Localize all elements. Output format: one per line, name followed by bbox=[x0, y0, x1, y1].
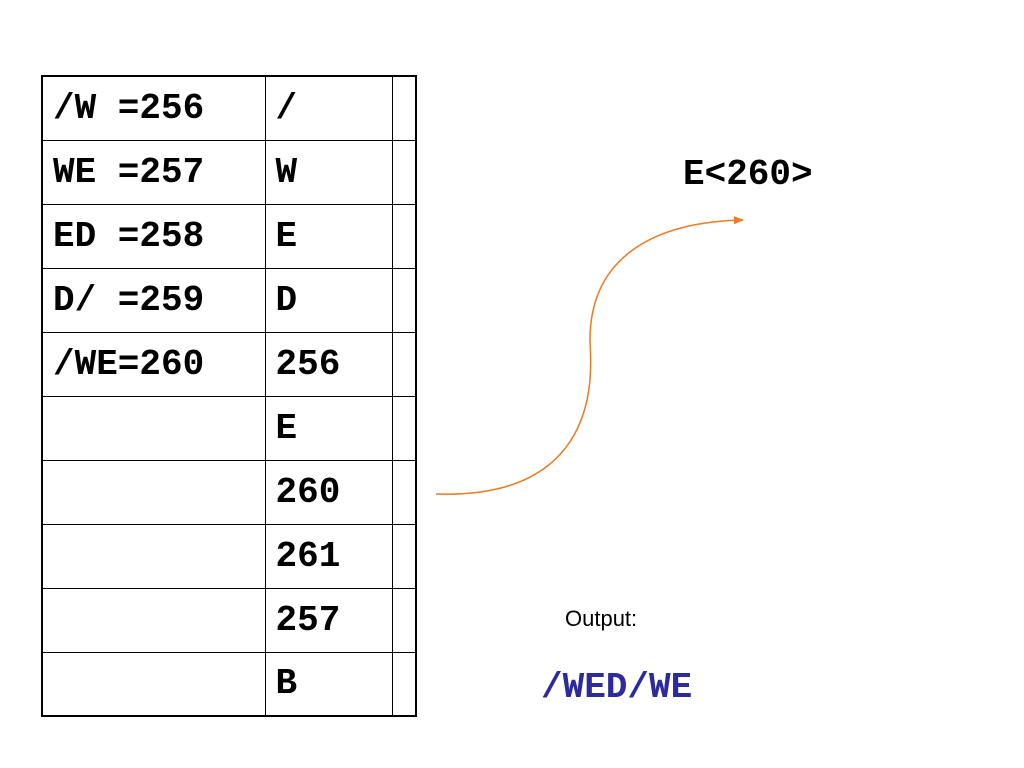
empty-column-cell bbox=[391, 267, 417, 333]
table-row: /W =256 / bbox=[41, 75, 417, 141]
dictionary-entry-cell: ED =258 bbox=[41, 203, 266, 269]
output-label: Output: bbox=[565, 606, 638, 631]
table-row: E bbox=[41, 395, 417, 461]
table-row: 261 bbox=[41, 523, 417, 589]
input-code-cell: E bbox=[264, 203, 393, 269]
dictionary-entry-cell: /WE=260 bbox=[41, 331, 266, 397]
lzw-dictionary-table: /W =256 / WE =257 W ED =258 E D/ =259 D … bbox=[41, 75, 417, 717]
input-code-cell: D bbox=[264, 267, 393, 333]
input-code-cell: E bbox=[264, 395, 393, 461]
table-row: D/ =259 D bbox=[41, 267, 417, 333]
empty-column-cell bbox=[391, 395, 417, 461]
dictionary-entry-cell: /W =256 bbox=[41, 75, 266, 141]
table-row: WE =257 W bbox=[41, 139, 417, 205]
arrow-path bbox=[435, 216, 744, 495]
table-row: 260 bbox=[41, 459, 417, 525]
input-code-cell: 261 bbox=[264, 523, 393, 589]
input-code-cell: / bbox=[264, 75, 393, 141]
empty-column-cell bbox=[391, 203, 417, 269]
empty-column-cell bbox=[391, 459, 417, 525]
table-row: 257 bbox=[41, 587, 417, 653]
input-code-cell: 257 bbox=[264, 587, 393, 653]
empty-column-cell bbox=[391, 331, 417, 397]
empty-column-cell bbox=[391, 523, 417, 589]
dictionary-entry-cell: WE =257 bbox=[41, 139, 266, 205]
input-code-cell: B bbox=[264, 651, 393, 717]
current-code-label: E<260> bbox=[683, 154, 813, 195]
table-row: ED =258 E bbox=[41, 203, 417, 269]
dictionary-entry-cell bbox=[41, 651, 266, 717]
dictionary-entry-cell: D/ =259 bbox=[41, 267, 266, 333]
dictionary-entry-cell bbox=[41, 395, 266, 461]
empty-column-cell bbox=[391, 651, 417, 717]
input-code-cell: 260 bbox=[264, 459, 393, 525]
empty-column-cell bbox=[391, 587, 417, 653]
output-value: /WED/WE bbox=[541, 667, 693, 708]
table-row: /WE=260 256 bbox=[41, 331, 417, 397]
table-row: B bbox=[41, 651, 417, 717]
empty-column-cell bbox=[391, 139, 417, 205]
input-code-cell: W bbox=[264, 139, 393, 205]
dictionary-entry-cell bbox=[41, 459, 266, 525]
dictionary-entry-cell bbox=[41, 587, 266, 653]
empty-column-cell bbox=[391, 75, 417, 141]
input-code-cell: 256 bbox=[264, 331, 393, 397]
dictionary-entry-cell bbox=[41, 523, 266, 589]
